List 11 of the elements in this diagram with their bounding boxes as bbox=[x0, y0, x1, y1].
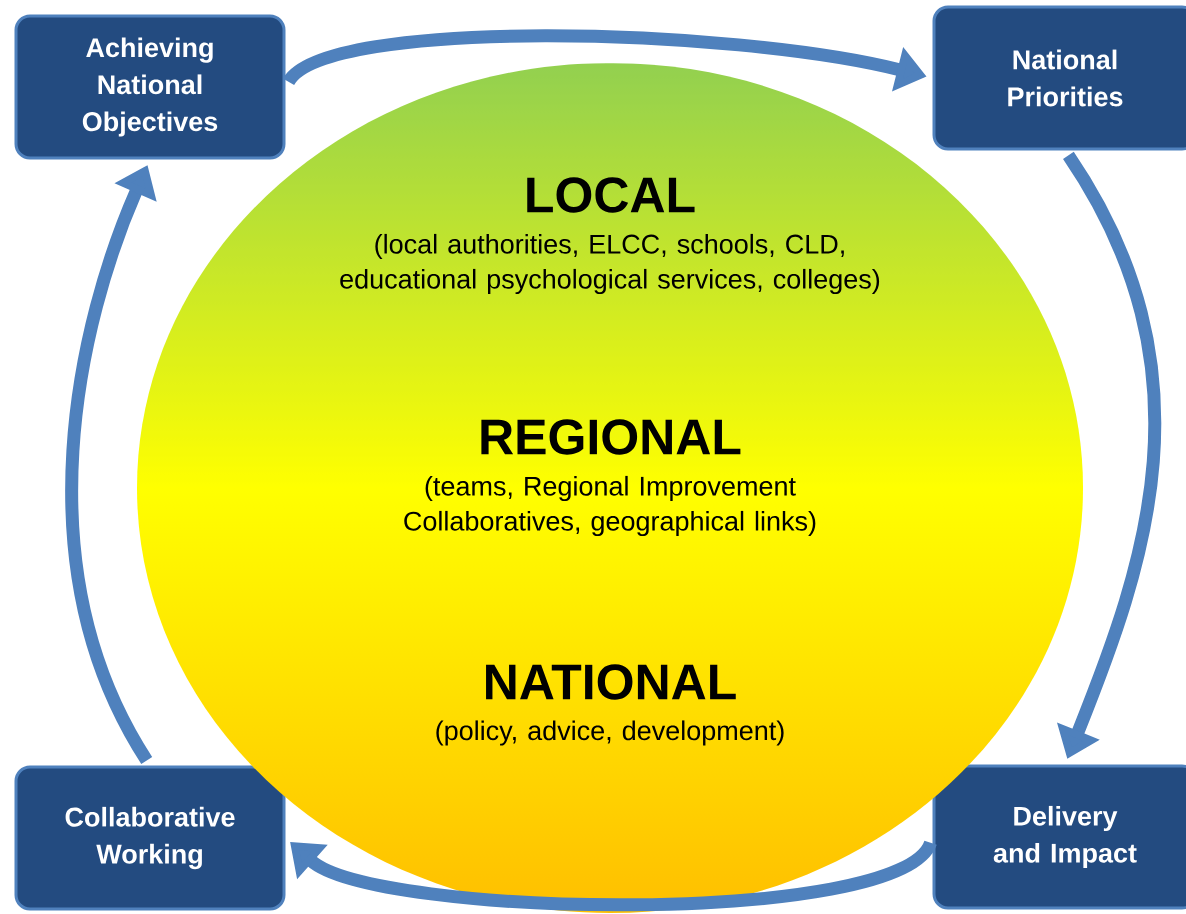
process-box: Collaborative Working bbox=[14, 765, 286, 911]
level-heading: NATIONAL bbox=[486, 664, 736, 700]
level-heading: LOCAL bbox=[527, 177, 695, 213]
process-box: Achieving National Objectives bbox=[14, 14, 286, 160]
level-heading: REGIONAL bbox=[481, 419, 741, 455]
level-description: (local authorities, ELCC, schools, CLD, educational psychological services, colleges) bbox=[340, 233, 880, 295]
level-description: (teams, Regional Improvement Collaboratives, geographical links) bbox=[404, 475, 816, 537]
process-box: Delivery and Impact bbox=[932, 764, 1186, 910]
node-text: LOCAL (local authorities, ELCC, schools, CLD, educational psychological services, colleges) REGIONAL (teams, Regional Improvement Collaboratives, geographical links) NATIONAL (policy, advice, development) bbox=[340, 177, 880, 746]
process-box: National Priorities bbox=[932, 5, 1186, 151]
level-description: (policy, advice, development) bbox=[436, 720, 784, 746]
